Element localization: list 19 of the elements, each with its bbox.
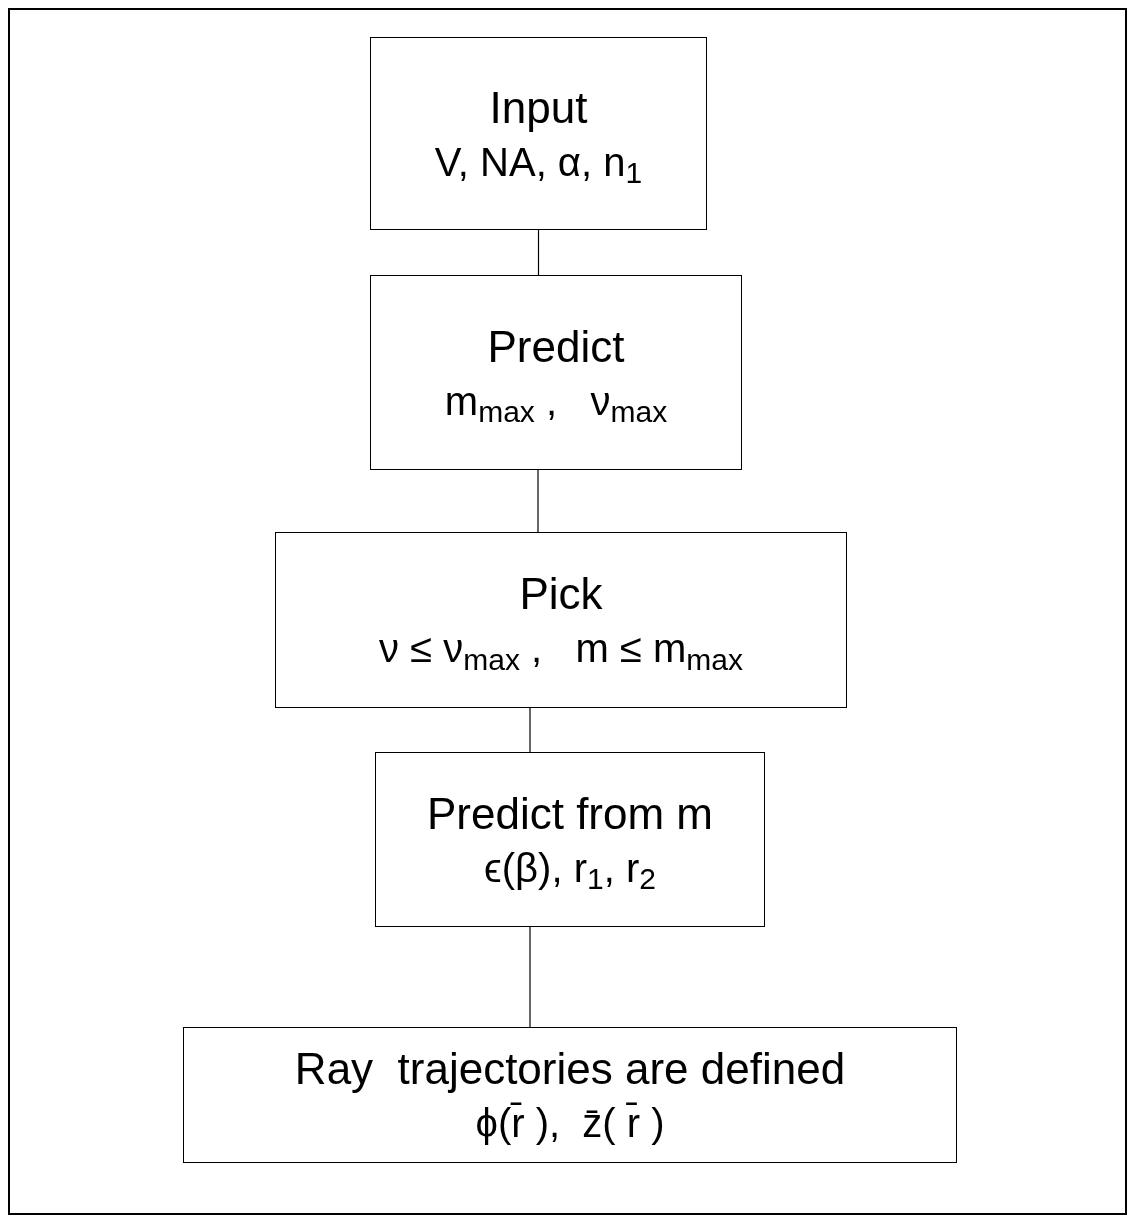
process-box <box>275 532 847 708</box>
process-box <box>375 752 765 927</box>
step-formula: ν ≤ ν$_{max}$ , m ≤ m$_{max}$ <box>379 628 743 668</box>
step-formula: ϵ(β), r$_{1}$, r$_{2}$ <box>484 847 656 888</box>
step-heading: Predict <box>487 324 625 369</box>
connector-line <box>537 229 540 276</box>
connector-line <box>529 926 531 1028</box>
process-box <box>370 275 742 470</box>
step-heading: Pick <box>519 572 603 616</box>
step-heading: Predict from m <box>426 791 713 836</box>
step-formula: V, NA, α, n$_{1}$ <box>434 141 643 182</box>
step-heading: Ray trajectories are defined <box>294 1047 846 1091</box>
step-formula: ϕ(r̄ ), z̄( r̄ ) <box>475 1103 665 1143</box>
process-box <box>370 37 707 230</box>
step-heading: Input <box>489 85 588 130</box>
connector-line <box>537 469 539 533</box>
process-box <box>183 1027 957 1163</box>
step-formula: m$_{max}$ , ν$_{max}$ <box>444 380 668 421</box>
connector-line <box>529 707 531 753</box>
